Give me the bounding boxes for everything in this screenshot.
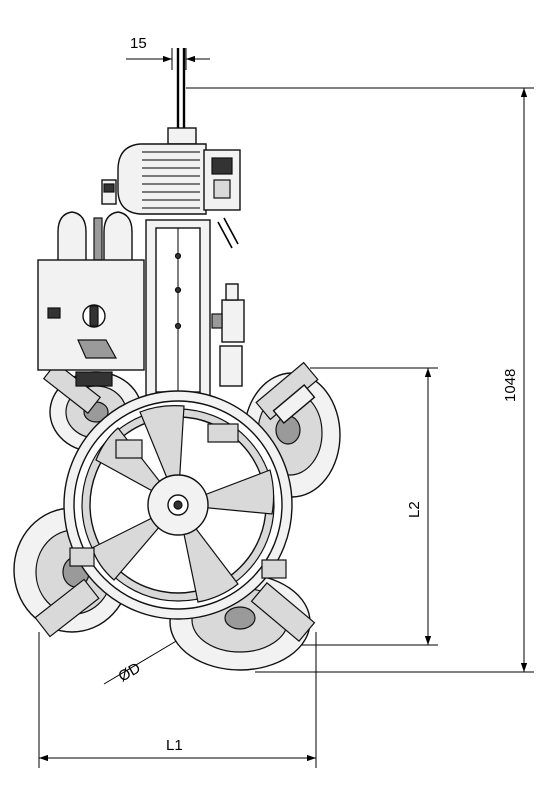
dimension-l1-label: L1 <box>166 737 183 754</box>
vacuum-accumulators <box>57 211 133 263</box>
dimension-1048: 1048 <box>186 87 534 673</box>
dimension-diameter: ØD <box>103 639 179 685</box>
vacuum-lifter-device <box>13 48 341 671</box>
pad-arms <box>69 423 287 579</box>
dimension-l1: L1 <box>38 632 317 768</box>
central-column <box>145 217 239 401</box>
lifting-eye-rod <box>167 48 197 145</box>
dimension-1048-label: 1048 <box>502 369 519 402</box>
rotation-handwheel <box>63 390 293 620</box>
vacuum-pump-motor <box>101 143 241 215</box>
control-box <box>37 259 145 387</box>
dimension-l2: L2 <box>300 367 438 646</box>
dimension-15: 15 <box>126 35 210 70</box>
suction-pad-top-left <box>42 362 143 453</box>
dimension-15-label: 15 <box>130 35 147 52</box>
dimension-l2-label: L2 <box>406 501 423 518</box>
